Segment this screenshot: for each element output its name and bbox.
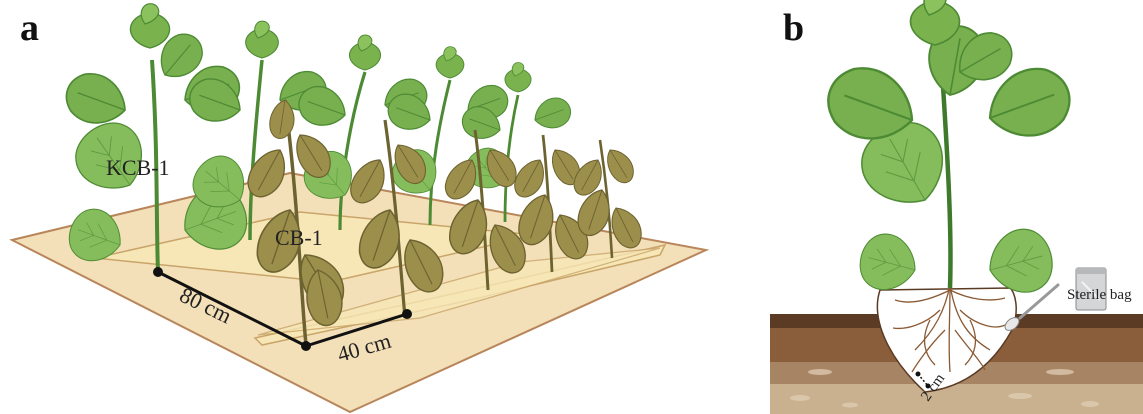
kcb1-label: KCB-1: [106, 155, 170, 180]
cb1-label: CB-1: [275, 225, 323, 250]
sampling-diagram: Sterile bag 2 cm: [770, 0, 1143, 414]
sterile-bag-label: Sterile bag: [1067, 287, 1132, 303]
soil-bottom-layer: [770, 384, 1143, 414]
healthy-plant: [60, 4, 255, 272]
field-diagram: KCB-1 CB-1 80 cm 40 cm: [12, 4, 706, 412]
